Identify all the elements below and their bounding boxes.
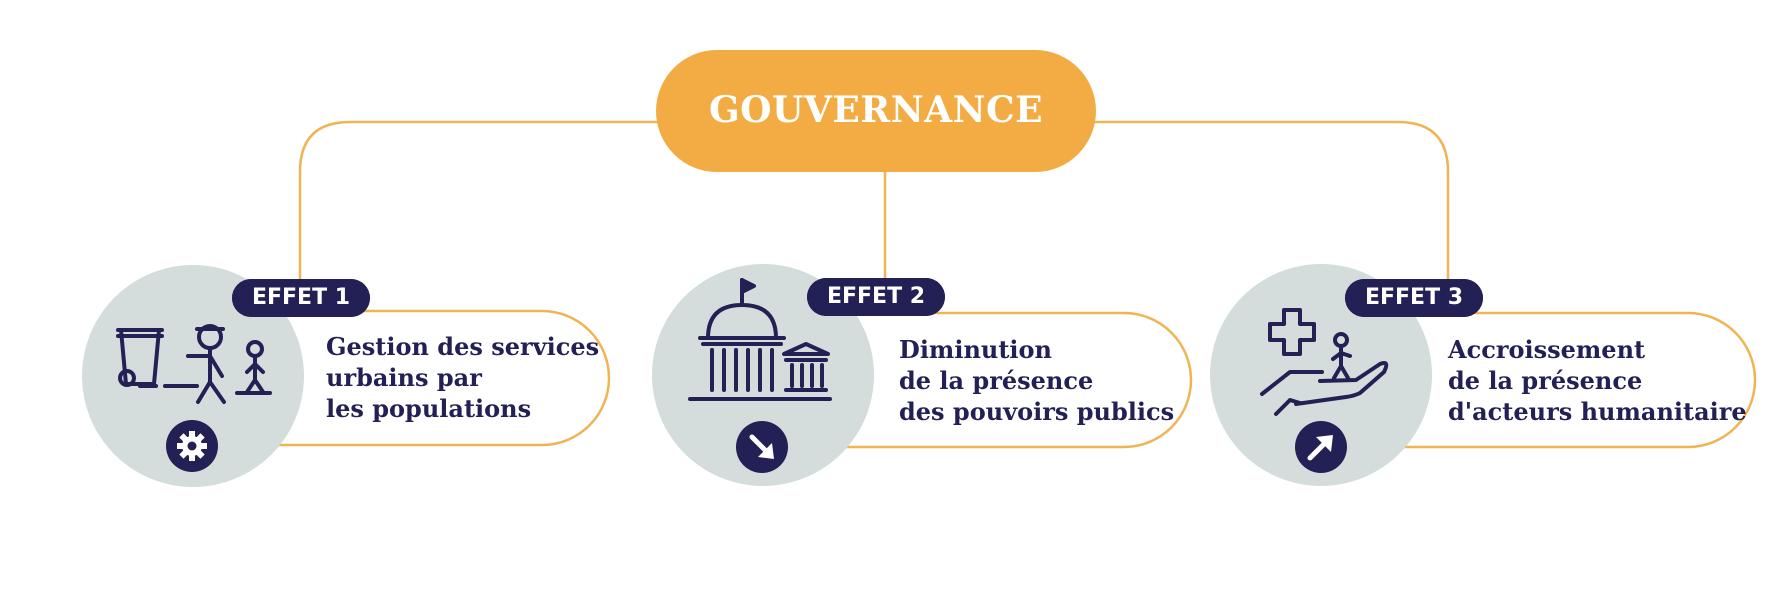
effect-3-line-1: Accroissement bbox=[1448, 334, 1747, 365]
effect-3-line-3: d'acteurs humanitaire bbox=[1448, 396, 1747, 427]
connector-left bbox=[300, 122, 658, 295]
effect-2-line-1: Diminution bbox=[899, 334, 1174, 365]
connector-right bbox=[1094, 122, 1448, 300]
arrow-down-right-icon bbox=[736, 421, 788, 473]
effect-badge-3: EFFET 3 bbox=[1345, 279, 1483, 317]
effect-2-line-3: des pouvoirs publics bbox=[899, 396, 1174, 427]
effect-text-2: Diminution de la présence des pouvoirs p… bbox=[899, 334, 1174, 427]
effect-badge-2: EFFET 2 bbox=[807, 278, 945, 316]
gear-icon bbox=[166, 420, 218, 472]
effect-text-1: Gestion des services urbains par les pop… bbox=[326, 331, 599, 424]
effect-1-line-1: Gestion des services bbox=[326, 331, 599, 362]
effect-badge-1: EFFET 1 bbox=[232, 279, 370, 317]
effect-2-line-2: de la présence bbox=[899, 365, 1174, 396]
effect-text-3: Accroissement de la présence d'acteurs h… bbox=[1448, 334, 1747, 427]
effect-1-line-3: les populations bbox=[326, 393, 599, 424]
effect-3-line-2: de la présence bbox=[1448, 365, 1747, 396]
arrow-up-right-icon bbox=[1295, 421, 1347, 473]
diagram-title: GOUVERNANCE bbox=[656, 82, 1096, 138]
effect-1-line-2: urbains par bbox=[326, 362, 599, 393]
